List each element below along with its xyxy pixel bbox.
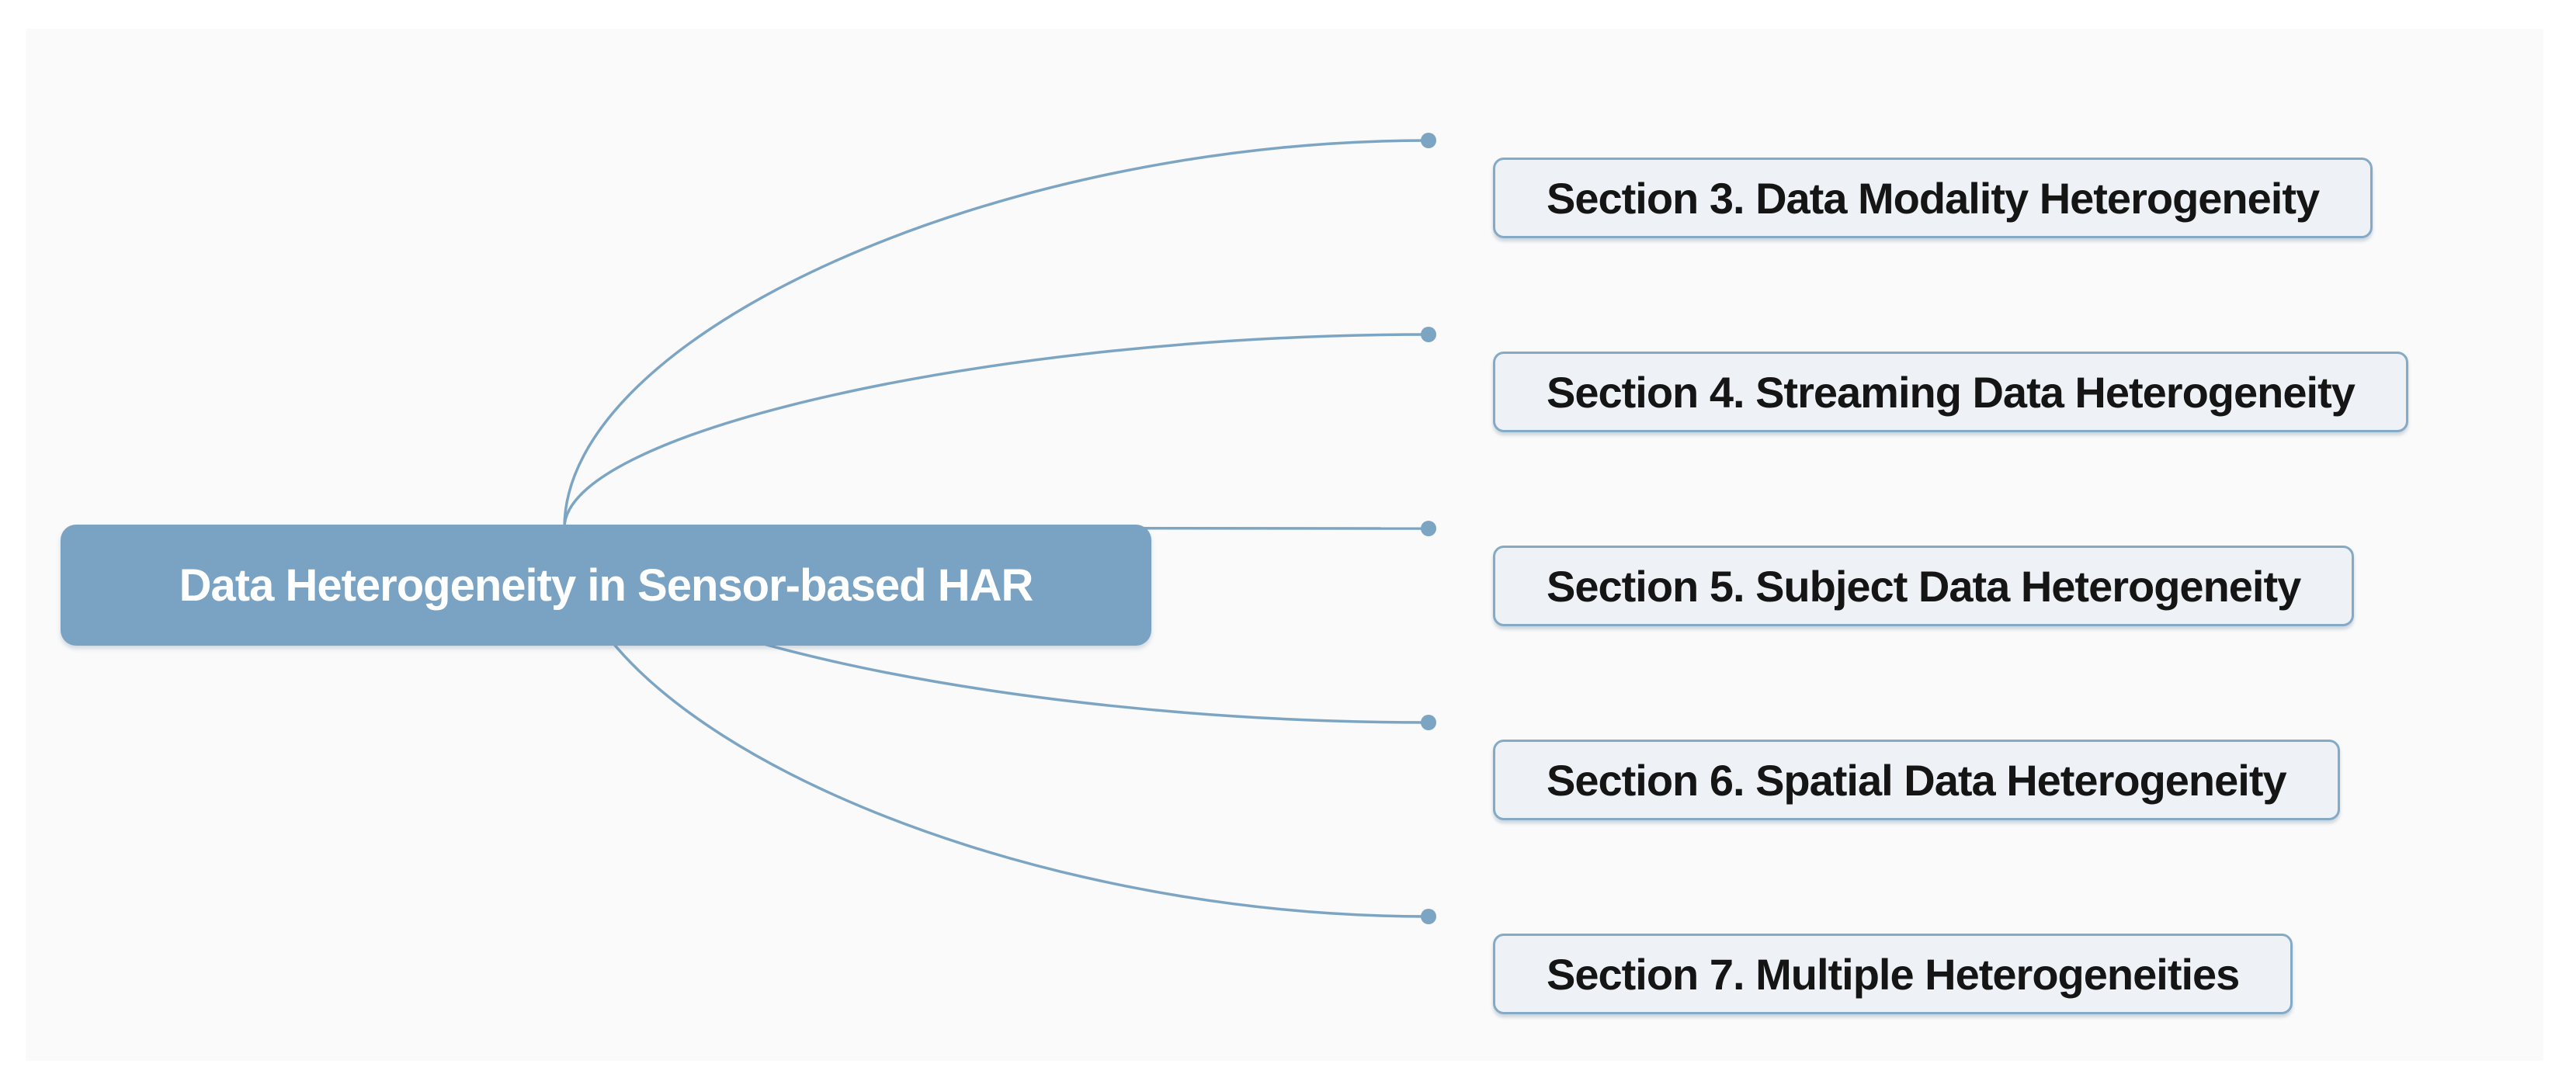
branch-node-section-5[interactable]: Section 5. Subject Data Heterogeneity — [1493, 546, 2355, 626]
connector-dot-section-3 — [1421, 133, 1436, 148]
connector-curve-section-4 — [563, 333, 1429, 528]
branch-node-section-6[interactable]: Section 6. Spatial Data Heterogeneity — [1493, 740, 2340, 820]
connector-dot-section-4 — [1421, 327, 1436, 342]
branch-node-section-4[interactable]: Section 4. Streaming Data Heterogeneity — [1493, 352, 2408, 432]
branch-node-section-3[interactable]: Section 3. Data Modality Heterogeneity — [1493, 158, 2373, 238]
root-node-label: Data Heterogeneity in Sensor-based HAR — [179, 560, 1034, 611]
branch-label-section-5: Section 5. Subject Data Heterogeneity — [1547, 561, 2301, 611]
connector-dot-section-6 — [1421, 715, 1436, 730]
root-node[interactable]: Data Heterogeneity in Sensor-based HAR — [61, 525, 1151, 646]
connector-curve-section-3 — [563, 139, 1429, 528]
branch-label-section-3: Section 3. Data Modality Heterogeneity — [1547, 173, 2320, 223]
branch-label-section-7: Section 7. Multiple Heterogeneities — [1547, 949, 2240, 999]
branch-label-section-4: Section 4. Streaming Data Heterogeneity — [1547, 367, 2356, 417]
branch-node-section-7[interactable]: Section 7. Multiple Heterogeneities — [1493, 934, 2293, 1014]
connector-dot-section-7 — [1421, 909, 1436, 924]
connector-dot-section-5 — [1421, 521, 1436, 536]
mindmap-canvas: Data Heterogeneity in Sensor-based HAR S… — [26, 29, 2543, 1061]
branch-label-section-6: Section 6. Spatial Data Heterogeneity — [1547, 755, 2287, 805]
